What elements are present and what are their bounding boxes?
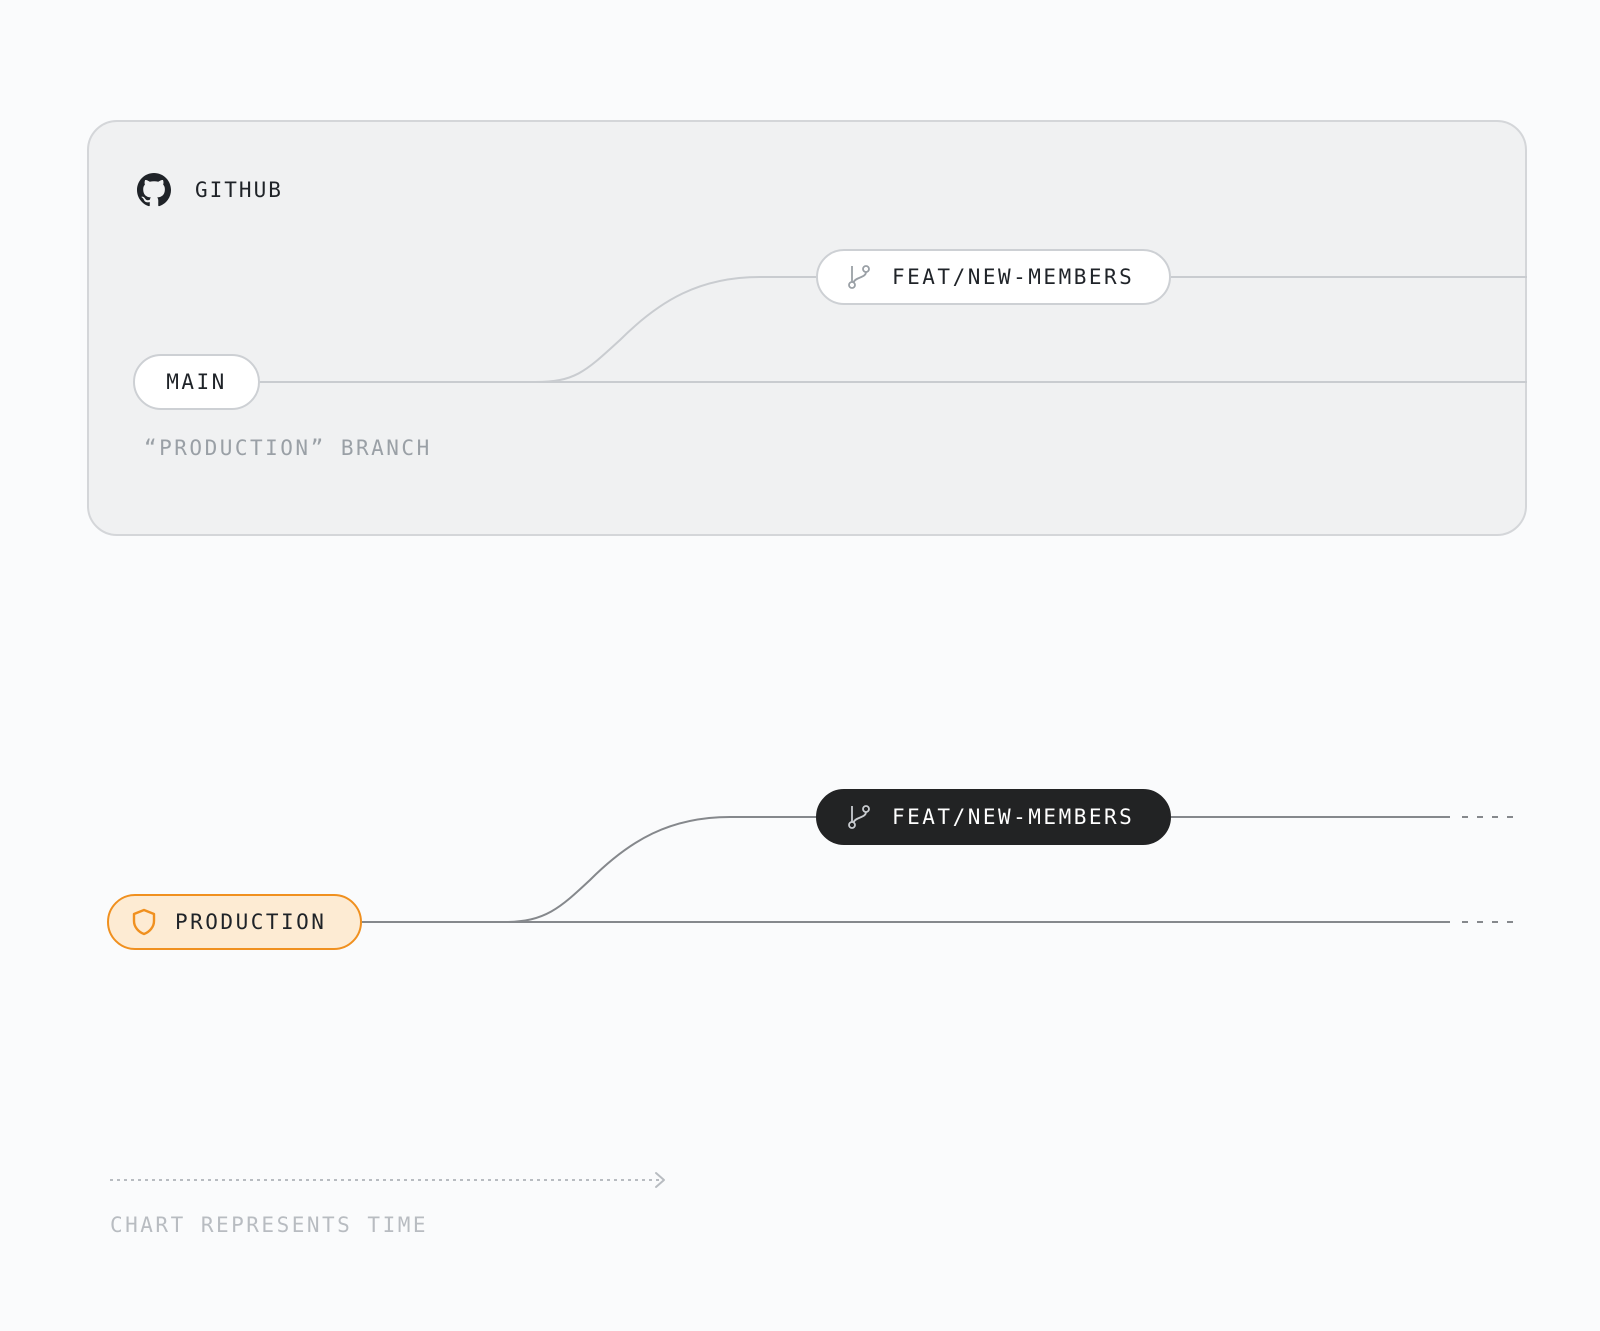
feature-branch-label-upper: FEAT/NEW-MEMBERS <box>892 265 1135 289</box>
time-arrow-head <box>655 1172 665 1188</box>
feature-branch-pill-upper[interactable]: FEAT/NEW-MEMBERS <box>816 249 1171 305</box>
main-branch-caption: “PRODUCTION” BRANCH <box>144 436 432 460</box>
github-title: GITHUB <box>195 178 283 202</box>
git-branch-icon <box>844 802 874 832</box>
github-panel <box>87 120 1527 536</box>
production-pill[interactable]: PRODUCTION <box>107 894 362 950</box>
github-icon <box>137 173 171 207</box>
shield-icon <box>129 907 159 937</box>
feature-branch-pill-lower[interactable]: FEAT/NEW-MEMBERS <box>816 789 1171 845</box>
timeline-caption: CHART REPRESENTS TIME <box>110 1213 429 1237</box>
git-branch-icon <box>844 262 874 292</box>
main-branch-pill[interactable]: MAIN <box>133 354 260 410</box>
production-label: PRODUCTION <box>175 910 327 934</box>
feature-branch-label-lower: FEAT/NEW-MEMBERS <box>892 805 1135 829</box>
feature-branch-curve-upper <box>534 276 816 383</box>
feature-branch-curve-lower <box>504 816 816 923</box>
main-branch-label: MAIN <box>166 370 227 394</box>
